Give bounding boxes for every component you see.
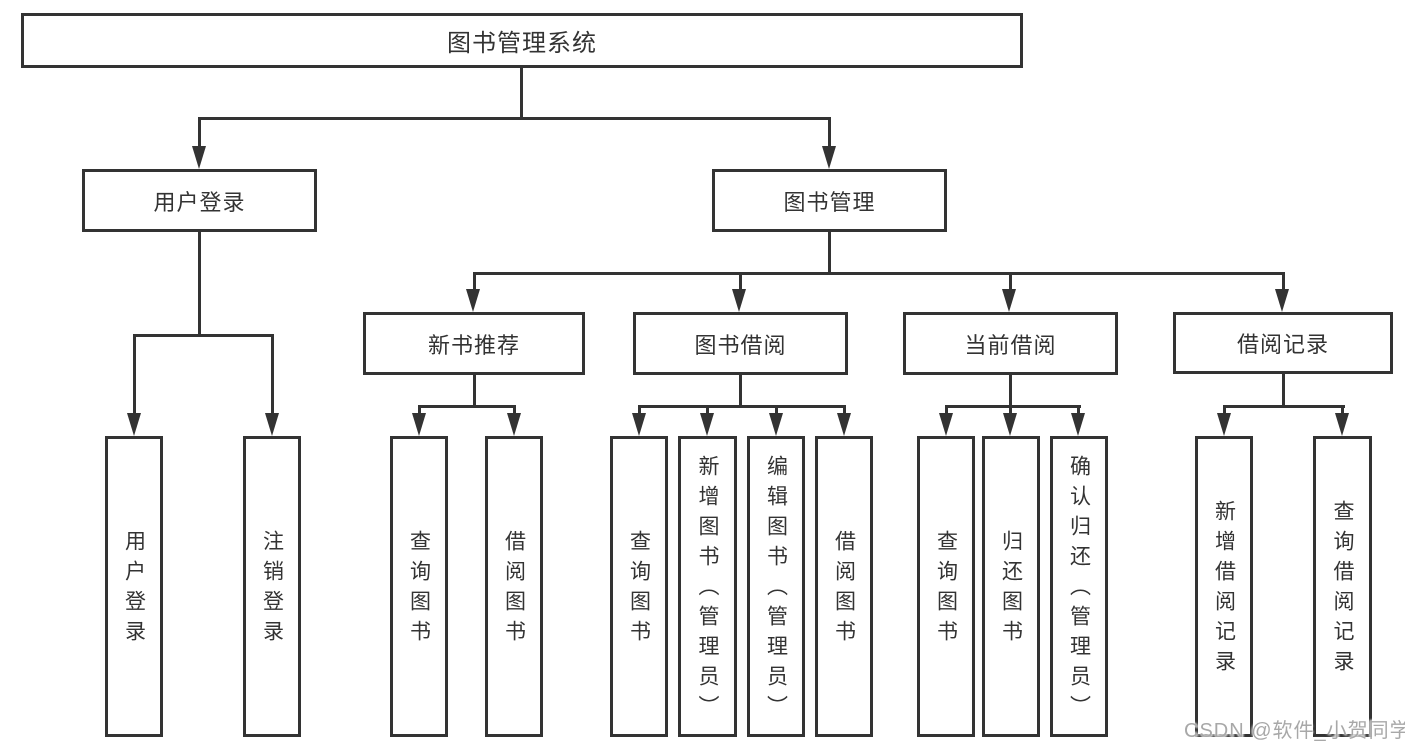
edge-line: [1009, 272, 1012, 292]
arrow-down-icon: [1217, 413, 1231, 436]
arrow-down-icon: [265, 413, 279, 436]
leaf-logout: 注销登录: [243, 436, 301, 737]
edge-line: [706, 405, 709, 415]
edge-line: [945, 405, 1081, 408]
edge-line: [473, 272, 1285, 275]
node-user-login: 用户登录: [82, 169, 317, 232]
node-book-management: 图书管理: [712, 169, 947, 232]
arrow-down-icon: [1003, 413, 1017, 436]
edge-line: [945, 405, 948, 415]
arrow-down-icon: [939, 413, 953, 436]
arrow-down-icon: [837, 413, 851, 436]
arrow-down-icon: [1071, 413, 1085, 436]
node-root-system: 图书管理系统: [21, 13, 1023, 68]
edge-line: [473, 375, 476, 408]
edge-line: [1077, 405, 1080, 415]
leaf-borrow-borrow-books: 借阅图书: [815, 436, 873, 737]
arrow-down-icon: [192, 146, 206, 169]
edge-line: [1223, 405, 1226, 415]
edge-line: [775, 405, 778, 415]
edge-line: [739, 375, 742, 408]
leaf-record-add-borrow-record: 新增借阅记录: [1195, 436, 1253, 737]
leaf-current-confirm-return-admin: 确认归还（管理员）: [1050, 436, 1108, 737]
node-book-borrow: 图书借阅: [633, 312, 848, 375]
leaf-user-login: 用户登录: [105, 436, 163, 737]
edge-line: [739, 272, 742, 292]
edge-line: [513, 405, 516, 415]
leaf-record-query-borrow-record: 查询借阅记录: [1313, 436, 1372, 737]
arrow-down-icon: [412, 413, 426, 436]
leaf-borrow-query-books: 查询图书: [610, 436, 668, 737]
edge-line: [520, 68, 523, 118]
edge-line: [473, 272, 476, 292]
edge-line: [1223, 405, 1345, 408]
arrow-down-icon: [732, 289, 746, 312]
arrow-down-icon: [822, 146, 836, 169]
edge-line: [418, 405, 421, 415]
leaf-current-query-books: 查询图书: [917, 436, 975, 737]
edge-line: [198, 232, 201, 336]
arrow-down-icon: [1002, 289, 1016, 312]
edge-line: [828, 232, 831, 274]
arrow-down-icon: [127, 413, 141, 436]
arrow-down-icon: [700, 413, 714, 436]
edge-line: [418, 405, 516, 408]
leaf-borrow-edit-books-admin: 编辑图书（管理员）: [747, 436, 805, 737]
edge-line: [133, 334, 136, 414]
edge-line: [133, 334, 274, 337]
leaf-borrow-add-books-admin: 新增图书（管理员）: [678, 436, 737, 737]
leaf-current-return-books: 归还图书: [982, 436, 1040, 737]
edge-line: [638, 405, 846, 408]
node-borrow-records: 借阅记录: [1173, 312, 1393, 374]
edge-line: [198, 117, 831, 120]
edge-line: [1009, 405, 1012, 415]
edge-line: [843, 405, 846, 415]
leaf-newbook-borrow-books: 借阅图书: [485, 436, 543, 737]
node-current-borrow: 当前借阅: [903, 312, 1118, 375]
edge-line: [1009, 375, 1012, 408]
arrow-down-icon: [632, 413, 646, 436]
edge-line: [1341, 405, 1344, 415]
arrow-down-icon: [1275, 289, 1289, 312]
edge-line: [828, 117, 831, 149]
edge-line: [198, 117, 201, 149]
leaf-newbook-query-books: 查询图书: [390, 436, 448, 737]
arrow-down-icon: [507, 413, 521, 436]
arrow-down-icon: [1335, 413, 1349, 436]
edge-line: [1282, 374, 1285, 408]
edge-line: [271, 334, 274, 414]
arrow-down-icon: [769, 413, 783, 436]
arrow-down-icon: [466, 289, 480, 312]
edge-line: [1282, 272, 1285, 292]
node-new-book-recommend: 新书推荐: [363, 312, 585, 375]
edge-line: [638, 405, 641, 415]
csdn-watermark: CSDN @软件_小贺同学: [1184, 720, 1405, 742]
